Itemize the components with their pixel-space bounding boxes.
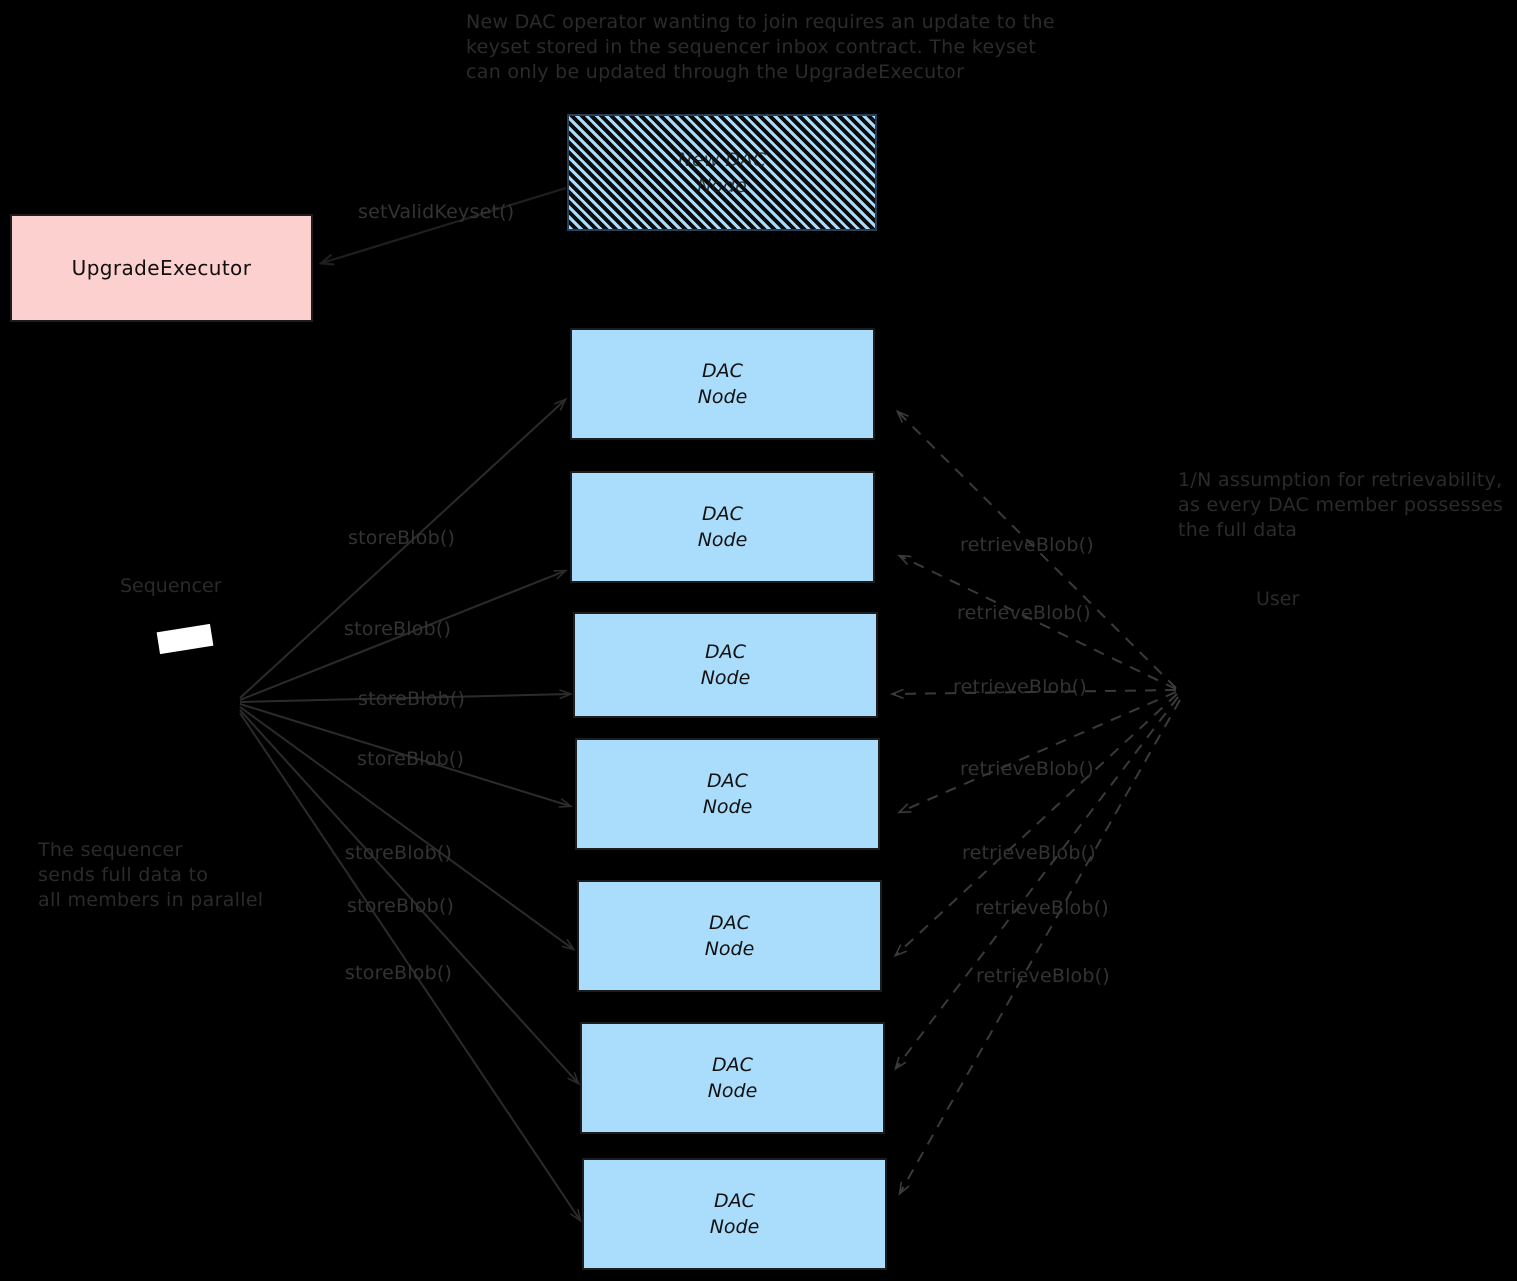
edge-label-store-blob-5: storeBlob() (345, 842, 453, 864)
new-dac-node-label: New DAC Node (677, 148, 767, 197)
note-new-dac-operator: New DAC operator wanting to join require… (466, 11, 1055, 83)
upgrade-executor-label: UpgradeExecutor (71, 256, 252, 280)
edge-label-store-blob-4: storeBlob() (357, 748, 465, 770)
sequencer-label: Sequencer (120, 575, 222, 597)
edge-label-store-blob-2: storeBlob() (344, 618, 452, 640)
dac-node-2[interactable]: DAC Node (570, 471, 875, 583)
edge-label-retrieve-blob-1: retrieveBlob() (960, 534, 1094, 556)
note-retrievability: 1/N assumption for retrievability, as ev… (1178, 469, 1504, 541)
sequencer-icon (156, 623, 214, 655)
dac-node-4[interactable]: DAC Node (575, 738, 880, 850)
edge-label-store-blob-6: storeBlob() (347, 895, 455, 917)
edge-label-set-valid-keyset: setValidKeyset() (358, 201, 515, 223)
edge-label-store-blob-1: storeBlob() (348, 527, 456, 549)
dac-node-1[interactable]: DAC Node (570, 328, 875, 440)
edge-label-retrieve-blob-4: retrieveBlob() (960, 758, 1094, 780)
edge-label-store-blob-3: storeBlob() (358, 688, 466, 710)
dac-node-6[interactable]: DAC Node (580, 1022, 885, 1134)
dac-node-label: DAC Node (697, 503, 748, 551)
dac-node-label: DAC Node (704, 912, 755, 960)
dac-node-label: DAC Node (709, 1190, 760, 1238)
dac-node-label: DAC Node (702, 770, 753, 818)
note-sequencer-parallel: The sequencer sends full data to all mem… (38, 839, 264, 911)
edge-label-retrieve-blob-7: retrieveBlob() (976, 965, 1110, 987)
edge-set-valid-keyset (322, 186, 567, 263)
dac-node-7[interactable]: DAC Node (582, 1158, 887, 1270)
edge-group-store-blob (239, 400, 580, 1220)
edge-group-retrieve-blob (893, 412, 1181, 1193)
dac-node-label: DAC Node (700, 641, 751, 689)
dac-node-label: DAC Node (697, 360, 748, 408)
dac-node-5[interactable]: DAC Node (577, 880, 882, 992)
edge-label-retrieve-blob-3: retrieveBlob() (953, 676, 1087, 698)
dac-node-3[interactable]: DAC Node (573, 612, 878, 718)
edge-label-retrieve-blob-6: retrieveBlob() (975, 897, 1109, 919)
edge-label-retrieve-blob-2: retrieveBlob() (957, 602, 1091, 624)
new-dac-node-box[interactable]: New DAC Node (567, 114, 877, 231)
edge-label-store-blob-7: storeBlob() (345, 962, 453, 984)
upgrade-executor-box[interactable]: UpgradeExecutor (10, 214, 313, 322)
edge-label-retrieve-blob-5: retrieveBlob() (962, 842, 1096, 864)
user-label: User (1256, 588, 1300, 610)
dac-node-label: DAC Node (707, 1054, 758, 1102)
